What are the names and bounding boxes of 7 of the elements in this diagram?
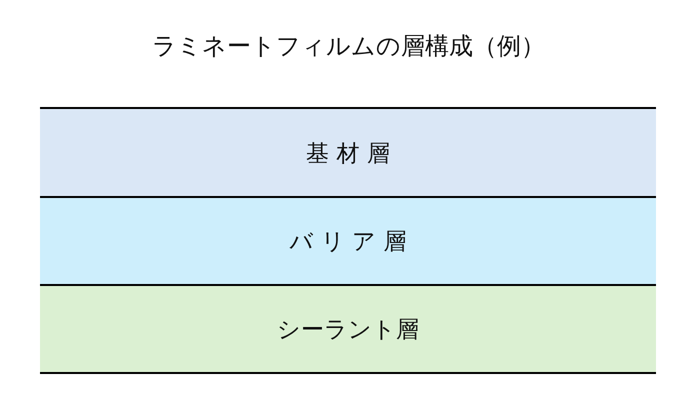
layer-band [40, 107, 656, 197]
diagram-title: ラミネートフィルムの層構成（例） [151, 31, 546, 62]
layer-label: シーラント層 [277, 316, 419, 344]
layer-label: バ リ ア 層 [290, 228, 406, 257]
layer-band [40, 196, 656, 285]
layer-label: 基 材 層 [306, 140, 390, 168]
layer-band [40, 284, 656, 374]
